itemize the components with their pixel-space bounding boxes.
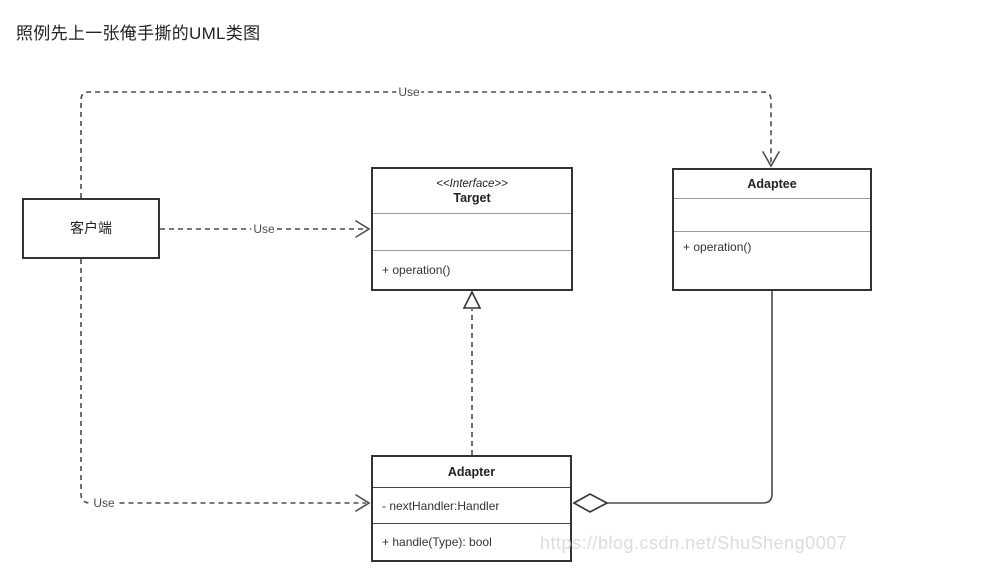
hollow-triangle-target-bottom — [462, 290, 482, 309]
adapter-method-handle: + handle(Type): bool — [382, 535, 492, 549]
use-edge-client-to-adaptee — [80, 91, 772, 198]
class-box-adaptee: Adaptee + operation() — [672, 168, 872, 291]
hollow-diamond-adapter-right — [572, 493, 609, 513]
use-label-middle: Use — [251, 222, 277, 236]
adapter-attribute-nexthandler: - nextHandler:Handler — [382, 498, 500, 513]
class-box-adapter: Adapter - nextHandler:Handler + handle(T… — [371, 455, 572, 562]
open-arrowhead-adapter-left — [355, 494, 371, 512]
use-label-top: Use — [396, 85, 422, 99]
class-name-adapter: Adapter — [447, 464, 496, 479]
class-name-client: 客户端 — [70, 220, 112, 236]
open-arrowhead-target-left — [355, 220, 371, 238]
class-box-target: <<Interface>> Target + operation() — [371, 167, 573, 291]
use-edge-client-to-adapter — [80, 259, 366, 504]
target-title-section: <<Interface>> Target — [373, 169, 571, 213]
aggregation-edge-adaptee-to-adapter — [607, 291, 773, 504]
use-label-bottom: Use — [91, 496, 117, 510]
adaptee-attributes-section — [674, 198, 870, 231]
class-name-adaptee: Adaptee — [747, 176, 797, 191]
target-method-operation: + operation() — [382, 263, 451, 277]
adapter-attributes-section: - nextHandler:Handler — [373, 487, 570, 523]
csdn-watermark: https://blog.csdn.net/ShuSheng0007 — [540, 533, 848, 553]
page-title: 照例先上一张俺手撕的UML类图 — [16, 24, 261, 43]
adaptee-method-operation: + operation() — [683, 240, 752, 254]
target-attributes-section — [373, 213, 571, 250]
adaptee-methods-section: + operation() — [674, 231, 870, 289]
target-methods-section: + operation() — [373, 250, 571, 289]
open-arrowhead-adaptee-top — [762, 151, 780, 168]
adaptee-title-section: Adaptee — [674, 170, 870, 198]
class-box-client: 客户端 — [22, 198, 160, 259]
target-stereotype: <<Interface>> — [436, 177, 508, 190]
adapter-title-section: Adapter — [373, 457, 570, 487]
class-name-target: Target — [453, 190, 491, 205]
adapter-methods-section: + handle(Type): bool — [373, 523, 570, 560]
